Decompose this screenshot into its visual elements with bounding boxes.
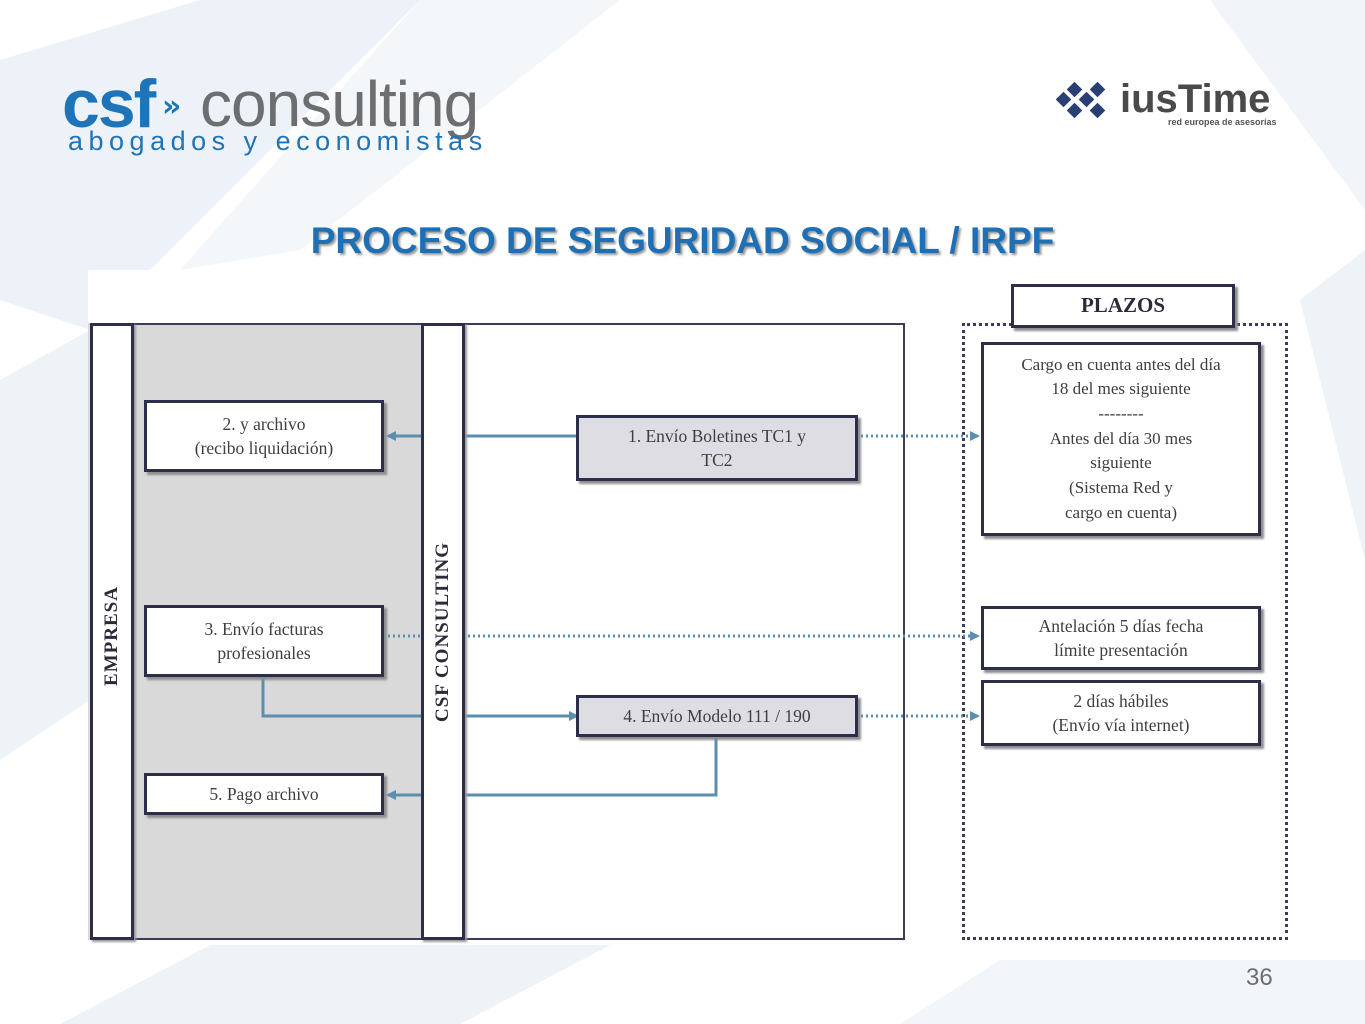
plazo-box-3: 2 días hábiles(Envío vía internet): [981, 680, 1261, 746]
iustime-logo: iusTime red europea de asesorías: [1050, 78, 1290, 133]
plazos-header: PLAZOS: [1011, 284, 1235, 328]
iustime-tagline: red europea de asesorías: [1168, 117, 1277, 127]
csf-consulting-bar: [421, 323, 465, 940]
empresa-label: EMPRESA: [101, 586, 122, 686]
process-diagram: EMPRESA CSF CONSULTING 2. y archivo(reci…: [88, 270, 1298, 945]
step-box-2: 2. y archivo(recibo liquidación): [144, 400, 384, 472]
arrow-step4-to-step5: [386, 736, 718, 800]
connector-lines: [261, 431, 980, 800]
csf-consulting-logo: csf » consulting abogados y economistas: [62, 70, 512, 160]
csf-logo-brand: csf: [62, 66, 156, 142]
double-chevron-icon: »: [162, 89, 182, 124]
iustime-brand: iusTime: [1120, 77, 1271, 121]
page-number: 36: [1246, 964, 1273, 991]
empresa-bar: [90, 323, 134, 940]
page-title: PROCESO DE SEGURIDAD SOCIAL / IRPF: [310, 220, 1055, 261]
arrow-step3-to-step4: [261, 676, 579, 721]
step-box-4: 4. Envío Modelo 111 / 190: [576, 695, 858, 737]
step-box-5: 5. Pago archivo: [144, 773, 384, 815]
csf-logo-tagline: abogados y economistas: [68, 126, 488, 156]
plazo-box-1: Cargo en cuenta antes del día 18 del mes…: [981, 342, 1261, 536]
diamond-grid-icon: [1055, 81, 1106, 119]
csf-consulting-label: CSF CONSULTING: [432, 542, 453, 722]
csf-logo-product: consulting: [200, 68, 479, 140]
